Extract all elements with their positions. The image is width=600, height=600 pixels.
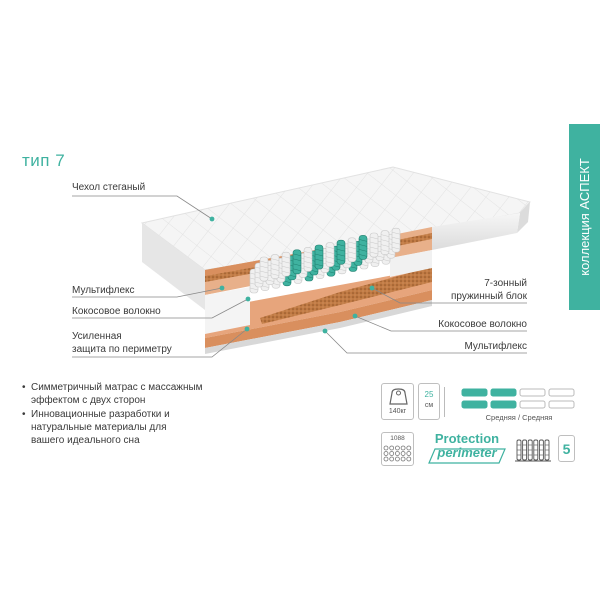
weight-icon	[389, 388, 408, 405]
firmness-segment	[461, 388, 488, 397]
spring-coil	[270, 254, 280, 279]
coil-dot	[394, 451, 400, 456]
coil-dot	[406, 451, 412, 456]
spring-coil	[347, 237, 357, 263]
firmness-segment	[519, 388, 546, 397]
spring-coil	[281, 251, 291, 277]
firmness-bars	[461, 388, 575, 409]
springs-count: 1088	[390, 435, 405, 442]
springs-count-box: 1088	[381, 432, 414, 466]
coil-dot	[383, 451, 389, 456]
coils-icon	[383, 445, 412, 462]
mattress-front-right-side	[432, 213, 520, 250]
spring-coil	[336, 239, 346, 265]
warranty-icon: 5	[558, 435, 575, 462]
weight-value: 140кг	[388, 408, 407, 415]
coil-dot	[383, 445, 389, 451]
firmness-segment	[548, 388, 575, 397]
firmness-segment	[490, 388, 517, 397]
coil-dot	[394, 456, 400, 462]
firmness-segment	[461, 400, 488, 409]
label-coconut-right: Кокосовое волокно	[438, 319, 527, 330]
coil-dot	[389, 456, 395, 462]
coil-dot	[400, 456, 406, 462]
label-perimeter-line1: Усиленная	[72, 331, 122, 342]
label-multiflex-right: Мультифлекс	[464, 341, 527, 352]
coil-dot	[406, 456, 412, 462]
spring-coil	[314, 244, 324, 270]
firmness-segment	[548, 400, 575, 409]
coil-dot	[389, 451, 395, 456]
protection-line1: Protection	[434, 431, 500, 446]
mattress-left-side	[142, 223, 205, 310]
protection-frame	[428, 448, 506, 464]
spring-block	[249, 227, 401, 294]
coil-dot	[400, 451, 406, 456]
feature-item: Симметричный матрас с массажным эффектом…	[22, 381, 242, 407]
label-springs-line2: пружинный блок	[450, 291, 527, 302]
spring-coil	[325, 242, 335, 267]
coil-dot	[406, 445, 412, 451]
label-cover: Чехол стеганый	[72, 182, 146, 193]
firmness-segment	[490, 400, 517, 409]
spring-coil	[391, 227, 401, 253]
weight-icon-box: 140кг	[381, 383, 414, 420]
coil-dot	[389, 445, 395, 451]
warranty-value: 5	[562, 441, 571, 457]
height-value: 25	[424, 390, 434, 399]
coil-dot	[383, 456, 389, 462]
spring-coil	[259, 256, 269, 282]
spring-block-icon	[515, 439, 551, 462]
label-multiflex-left: Мультифлекс	[72, 285, 135, 296]
height-ruler	[444, 387, 447, 417]
firmness-scale	[461, 387, 577, 420]
feature-item: Инновационные разработки и натуральные м…	[22, 408, 242, 447]
firmness-label: Средняя / Средняя	[485, 413, 553, 422]
spring-coil	[292, 249, 302, 275]
collection-tab: коллекция АСПЕКТ	[569, 124, 600, 310]
label-perimeter-line2: защита по периметру	[72, 344, 172, 355]
page-title: тип 7	[22, 151, 66, 170]
spring-coil	[380, 230, 390, 255]
feature-list: Симметричный матрас с массажным эффектом…	[22, 381, 242, 447]
spring-coil	[358, 235, 368, 260]
coil-dot	[400, 445, 406, 451]
coil-dot	[394, 445, 400, 451]
spring-coil	[369, 232, 379, 258]
label-coconut-left: Кокосовое волокно	[72, 306, 161, 317]
height-icon-box: 25 см	[418, 383, 440, 420]
label-springs-line1: 7-зонный	[484, 278, 527, 289]
cutaway-section	[205, 227, 432, 354]
spring-coil	[303, 247, 313, 272]
firmness-segment	[519, 400, 546, 409]
height-unit: см	[424, 402, 434, 409]
mattress-right-side	[517, 202, 530, 233]
